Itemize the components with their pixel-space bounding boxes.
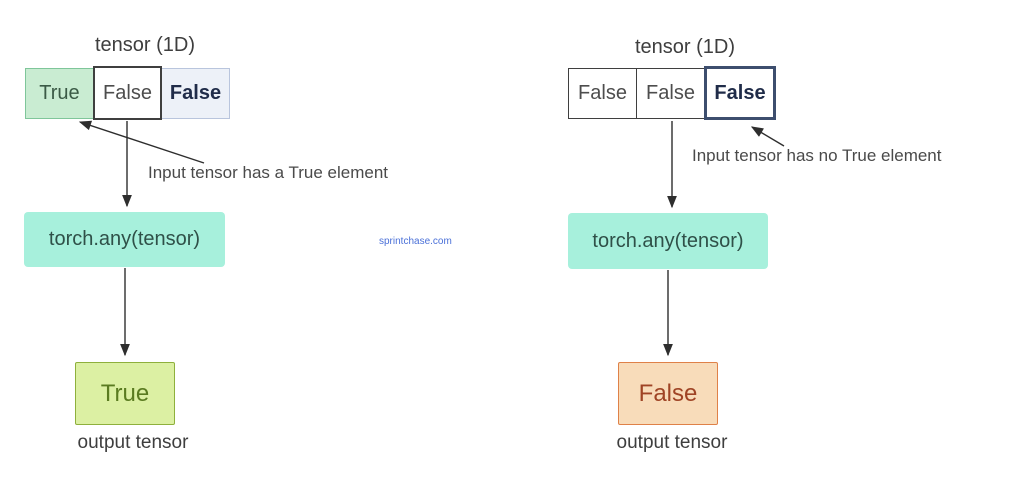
left-function-box: torch.any(tensor) [24,212,225,267]
tensor-cell-false: False [161,67,230,119]
tensor-cell-false: False [568,67,637,119]
right-tensor-title: tensor (1D) [634,36,736,58]
right-output-label: output tensor [616,432,728,453]
left-output-label: output tensor [77,432,189,453]
tensor-cell-true: True [25,67,94,119]
tensor-cell-false: False [636,67,705,119]
right-annotation: Input tensor has no True element [692,146,942,165]
left-output-box: True [75,362,175,425]
left-annotation: Input tensor has a True element [148,163,389,182]
tensor-cell-false-highlighted: False [704,66,776,120]
right-output-box: False [618,362,718,425]
right-annotation-arrow-icon [750,126,785,147]
right-function-box: torch.any(tensor) [568,213,768,269]
left-tensor-row: True False False [25,66,230,120]
tensor-cell-false: False [93,66,162,120]
right-tensor-row: False False False [568,66,776,120]
watermark-text: sprintchase.com [379,236,452,247]
left-tensor-title: tensor (1D) [94,34,196,56]
left-annotation-arrow-icon [78,120,205,164]
